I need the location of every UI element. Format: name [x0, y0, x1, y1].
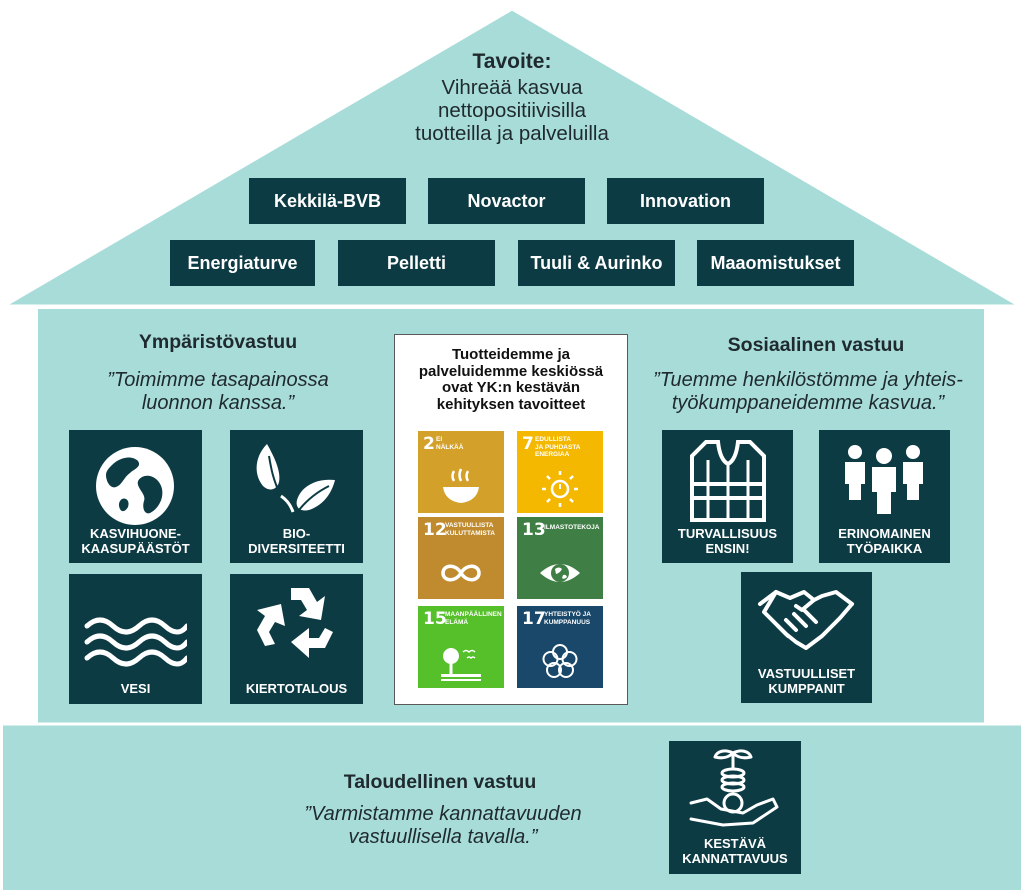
roof-shape — [0, 7, 1024, 308]
goal-title: Tavoite: — [472, 50, 552, 73]
eye-globe-icon — [540, 564, 580, 582]
recycle-icon — [257, 588, 333, 658]
leaves-icon — [256, 444, 335, 513]
sdg-goal-15: 15 MAANPÄÄLLINEN ELÄMÄ — [418, 606, 504, 688]
foundation-shape — [3, 724, 1021, 890]
tile-safety-first: TURVALLISUUS ENSIN! — [662, 430, 793, 563]
tile-water: VESI — [69, 574, 202, 704]
quote-line: vastuullisella tavalla.” — [348, 826, 538, 848]
tile-excellent-workplace: ERINOMAINEN TYÖPAIKKA — [819, 430, 950, 563]
environment-title: Ympäristövastuu — [138, 331, 298, 353]
economic-title: Taloudellinen vastuu — [343, 771, 537, 793]
people-icon — [845, 445, 923, 514]
flower-rings-icon — [542, 644, 578, 678]
tile-label: ERINOMAINEN TYÖPAIKKA — [838, 526, 931, 556]
sdg-goal-12: 12 VASTUULLISTA KULUTTAMISTA — [418, 517, 504, 599]
business-innovation: Innovation — [607, 178, 764, 224]
business-tuuli-aurinko: Tuuli & Aurinko — [518, 240, 675, 286]
globe-icon — [96, 447, 174, 525]
business-kekkila-bvb: Kekkilä-BVB — [249, 178, 406, 224]
business-pelletti: Pelletti — [338, 240, 495, 286]
tree-birds-icon — [441, 648, 481, 681]
tile-label: VASTUULLISET KUMPPANIT — [757, 666, 856, 696]
sdg-goal-13: 13 ILMASTOTEKOJA — [517, 517, 603, 599]
business-energiaturve: Energiaturve — [170, 240, 315, 286]
tile-label: TURVALLISUUS ENSIN! — [677, 526, 778, 556]
sun-icon — [542, 471, 578, 507]
waves-icon — [84, 617, 187, 667]
goal-line: nettopositiivisilla — [437, 99, 587, 122]
quote-line: työkumppaneidemme kasvua.” — [671, 392, 945, 414]
quote-line: luonnon kanssa.” — [141, 392, 295, 414]
tile-label: KESTÄVÄ KANNATTAVUUS — [682, 836, 788, 866]
social-title: Sosiaalinen vastuu — [727, 334, 905, 356]
tile-label: VESI — [120, 681, 151, 696]
hand-coins-plant-icon — [689, 749, 779, 827]
tile-sustainable-profitability: KESTÄVÄ KANNATTAVUUS — [669, 741, 801, 874]
safety-vest-icon — [690, 440, 766, 522]
goal-line: tuotteilla ja palveluilla — [415, 122, 609, 145]
sdg-goal-7: 7 EDULLISTA JA PUHDASTA ENERGIAA — [517, 431, 603, 513]
environment-quote: ”Toimimme tasapainossa luonnon kanssa.” — [58, 369, 378, 415]
economic-quote: ”Varmistamme kannattavuuden vastuullisel… — [278, 803, 608, 849]
tile-responsible-partners: VASTUULLISET KUMPPANIT — [741, 572, 872, 703]
quote-line: ”Tuemme henkilöstömme ja yhteis- — [653, 369, 963, 391]
goal-line: Vihreää kasvua — [441, 76, 583, 99]
sdg-goal-17: 17 YHTEISTYÖ JA KUMPPANUUS — [517, 606, 603, 688]
goal-text: Vihreää kasvua nettopositiivisilla tuott… — [312, 76, 712, 145]
sdg-goal-2: 2 EI NÄLKÄÄ — [418, 431, 504, 513]
business-maaomistukset: Maaomistukset — [697, 240, 854, 286]
quote-line: ”Toimimme tasapainossa — [107, 369, 329, 391]
quote-line: ”Varmistamme kannattavuuden — [304, 803, 582, 825]
tile-label: KIERTOTALOUS — [245, 681, 348, 696]
tile-greenhouse-gases: KASVIHUONE- KAASUPÄÄSTÖT — [69, 430, 202, 563]
social-quote: ”Tuemme henkilöstömme ja yhteis- työkump… — [618, 369, 998, 415]
tile-biodiversity: BIO- DIVERSITEETTI — [230, 430, 363, 563]
tile-label: KASVIHUONE- KAASUPÄÄSTÖT — [81, 526, 190, 556]
bowl-icon — [443, 468, 479, 503]
infinity-icon — [441, 564, 481, 582]
sdg-panel: Tuotteidemme ja palveluidemme keskiössä … — [394, 334, 628, 705]
tile-circular-economy: KIERTOTALOUS — [230, 574, 363, 704]
handshake-icon — [758, 590, 854, 650]
business-novactor: Novactor — [428, 178, 585, 224]
tile-label: BIO- DIVERSITEETTI — [248, 526, 345, 556]
sdg-title: Tuotteidemme ja palveluidemme keskiössä … — [418, 346, 604, 413]
